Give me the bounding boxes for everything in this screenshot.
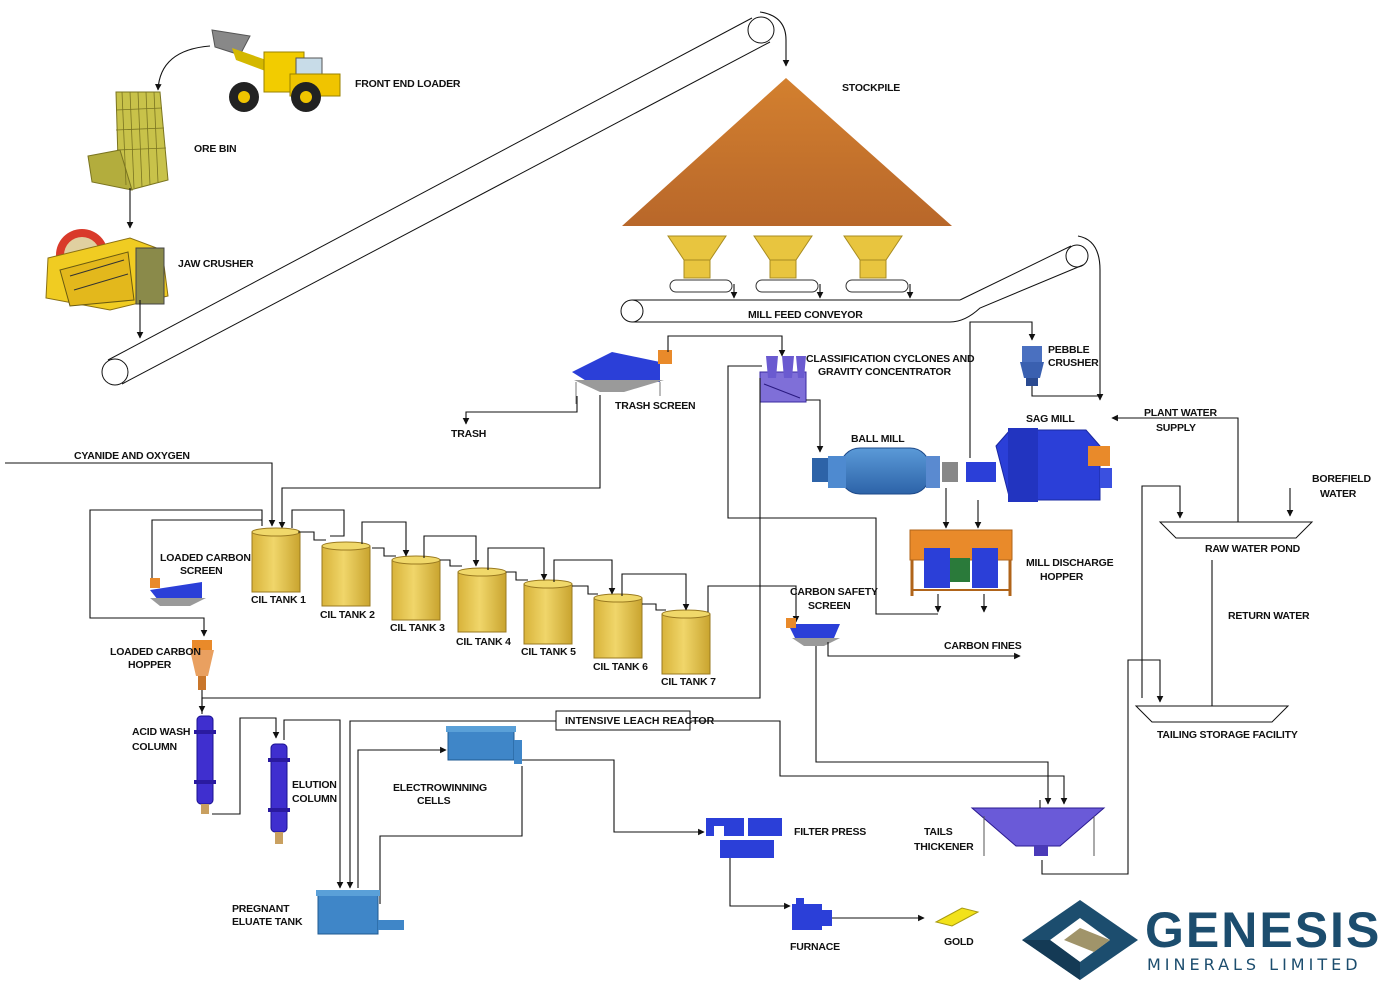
label-tailing-storage: TAILING STORAGE FACILITY: [1157, 729, 1298, 741]
carbon-safety-screen-icon: [786, 618, 840, 646]
label-stockpile: STOCKPILE: [842, 82, 900, 94]
label-gold: GOLD: [944, 936, 974, 948]
label-cil-tank-2: CIL TANK 2: [320, 609, 375, 621]
front-end-loader-icon: [211, 29, 341, 112]
cil-tank-7-icon: [661, 609, 711, 675]
furnace-icon: [792, 898, 832, 930]
label-cil-tank-5: CIL TANK 5: [521, 646, 576, 658]
label-loaded-carbon-hopper-line2: HOPPER: [128, 659, 172, 671]
label-pebble-line1: PEBBLE: [1048, 344, 1090, 356]
jaw-crusher-icon: [45, 229, 169, 311]
ore-bin-icon: [87, 91, 169, 191]
cil-tank-4-icon: [457, 567, 507, 633]
label-filter-press: FILTER PRESS: [794, 826, 866, 838]
main-conveyor: [101, 11, 790, 386]
label-return-water: RETURN WATER: [1228, 610, 1310, 622]
label-acid-wash-line1: ACID WASH: [132, 726, 190, 738]
label-tails-thickener-line1: TAILS: [924, 826, 953, 838]
sag-mill-icon: [966, 428, 1112, 502]
mill-discharge-hopper-icon: [909, 529, 1013, 596]
cil-tanks: [251, 527, 711, 675]
cil-tank-3-icon: [391, 555, 441, 621]
mill-feed-conveyor: [620, 235, 1104, 401]
label-cil-tank-4: CIL TANK 4: [456, 636, 511, 648]
logo-subtitle: MINERALS LIMITED: [1147, 955, 1362, 974]
label-jaw-crusher: JAW CRUSHER: [178, 258, 254, 270]
label-mill-discharge-line1: MILL DISCHARGE: [1026, 557, 1114, 569]
label-loaded-carbon-screen-line1: LOADED CARBON: [160, 552, 251, 564]
label-tails-thickener-line2: THICKENER: [914, 841, 974, 853]
gold-bar-icon: [934, 907, 980, 927]
label-pregnant-line2: ELUATE TANK: [232, 916, 303, 928]
tails-thickener-icon: [970, 800, 1106, 856]
genesis-logo: GENESIS MINERALS LIMITED: [1022, 900, 1381, 980]
label-classification-line2: GRAVITY CONCENTRATOR: [818, 366, 952, 378]
label-borefield-line1: BOREFIELD: [1312, 473, 1371, 485]
cil-tank-6-icon: [593, 593, 643, 659]
elution-column-icon: [268, 743, 290, 844]
trash-screen-icon: [572, 350, 672, 404]
genesis-logo-mark-icon: [1022, 900, 1138, 980]
label-ball-mill: BALL MILL: [851, 433, 905, 445]
classification-cyclones-icon: [759, 356, 807, 403]
label-electrowinning-line1: ELECTROWINNING: [393, 782, 487, 794]
stockpile-icon: [622, 78, 952, 226]
label-mill-feed-conveyor: MILL FEED CONVEYOR: [748, 309, 863, 321]
label-cil-tank-3: CIL TANK 3: [390, 622, 445, 634]
filter-press-icon: [706, 818, 782, 858]
stockpile-feeder-hoppers: [667, 235, 914, 299]
raw-water-pond-icon: [1158, 521, 1314, 539]
label-trash-screen: TRASH SCREEN: [615, 400, 695, 412]
label-plant-water-line1: PLANT WATER: [1144, 407, 1217, 419]
label-sag-mill: SAG MILL: [1026, 413, 1075, 425]
label-borefield-line2: WATER: [1320, 488, 1357, 500]
label-loaded-carbon-screen-line2: SCREEN: [180, 565, 223, 577]
cil-interstage-flows: [291, 509, 800, 623]
label-carbon-safety-line1: CARBON SAFETY: [790, 586, 878, 598]
label-mill-discharge-line2: HOPPER: [1040, 571, 1084, 583]
label-carbon-fines: CARBON FINES: [944, 640, 1022, 652]
label-elution-line2: COLUMN: [292, 793, 337, 805]
label-plant-water-line2: SUPPLY: [1156, 422, 1196, 434]
label-acid-wash-line2: COLUMN: [132, 741, 177, 753]
label-loaded-carbon-hopper-line1: LOADED CARBON: [110, 646, 201, 658]
label-intensive-leach-reactor: INTENSIVE LEACH REACTOR: [565, 715, 715, 727]
label-raw-water-pond: RAW WATER POND: [1205, 543, 1301, 555]
ball-mill-icon: [812, 447, 958, 495]
cil-tank-2-icon: [321, 541, 371, 607]
labels: FRONT END LOADER ORE BIN JAW CRUSHER STO…: [74, 78, 1372, 953]
label-electrowinning-line2: CELLS: [417, 795, 451, 807]
loaded-carbon-hopper-icon: [190, 640, 214, 690]
label-cil-tank-1: CIL TANK 1: [251, 594, 306, 606]
electrowinning-cells-icon: [446, 726, 522, 764]
label-cyanide-oxygen: CYANIDE AND OXYGEN: [74, 450, 190, 462]
logo-wordmark: GENESIS: [1145, 902, 1381, 958]
label-cil-tank-6: CIL TANK 6: [593, 661, 648, 673]
label-trash: TRASH: [451, 428, 486, 440]
pregnant-eluate-tank-icon: [316, 890, 404, 935]
label-cil-tank-7: CIL TANK 7: [661, 676, 716, 688]
label-front-end-loader: FRONT END LOADER: [355, 78, 461, 90]
label-carbon-safety-line2: SCREEN: [808, 600, 851, 612]
loaded-carbon-screen-icon: [150, 578, 206, 606]
acid-wash-column-icon: [194, 715, 216, 814]
cil-tank-5-icon: [523, 579, 573, 645]
label-classification-line1: CLASSIFICATION CYCLONES AND: [806, 353, 975, 365]
label-pebble-line2: CRUSHER: [1048, 357, 1099, 369]
label-pregnant-line1: PREGNANT: [232, 903, 290, 915]
tailing-storage-facility-icon: [1134, 705, 1290, 723]
pebble-crusher-icon: [1020, 346, 1044, 386]
label-furnace: FURNACE: [790, 941, 840, 953]
cil-tank-1-icon: [251, 527, 301, 593]
label-elution-line1: ELUTION: [292, 779, 337, 791]
label-ore-bin: ORE BIN: [194, 143, 236, 155]
